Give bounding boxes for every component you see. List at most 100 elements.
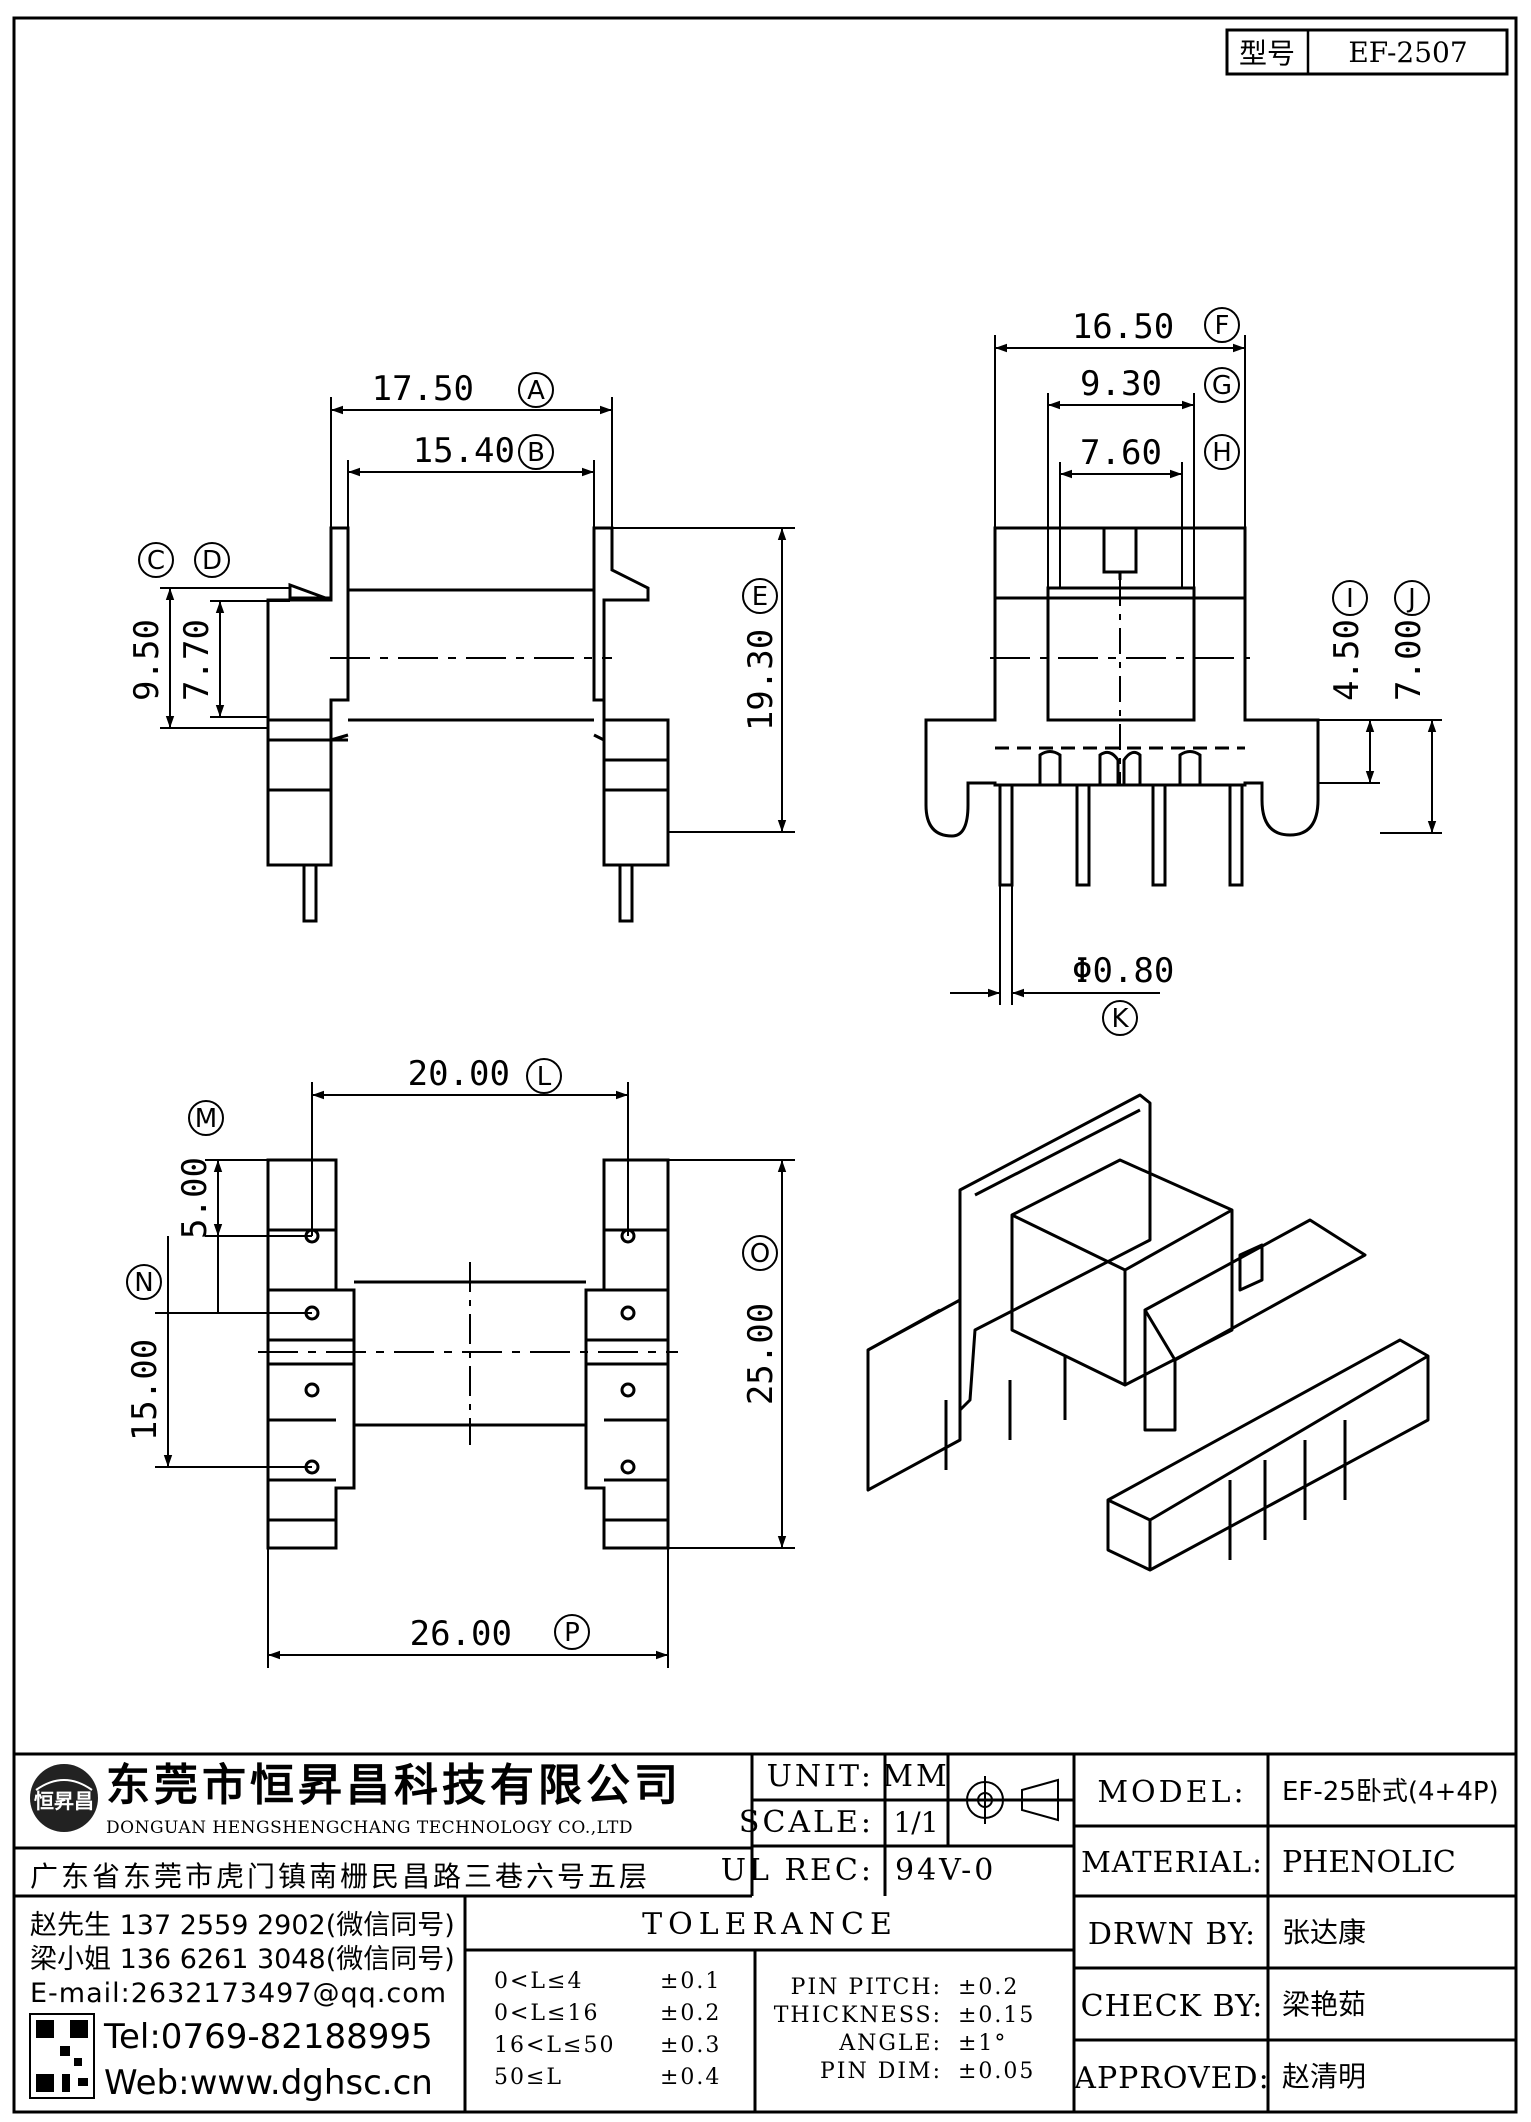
check-by-label: CHECK BY: [1081,1989,1264,2024]
dim-I-value: 4.50 [1327,619,1367,701]
callout-K: K [1102,1000,1138,1036]
tolerance-value: ±0.3 [660,2033,721,2058]
callout-P: P [554,1614,590,1650]
callout-K-label: K [1111,1004,1129,1034]
dim-H-value: 7.60 [1080,433,1162,473]
callout-J-label: J [1406,584,1416,614]
callout-E: E [742,578,778,614]
company-name-en: DONGUAN HENGSHENGCHANG TECHNOLOGY CO.,LT… [106,1818,633,1838]
material-label: MATERIAL: [1081,1845,1263,1879]
model-header-value: EF-2507 [1348,36,1467,69]
contact-web: Web:www.dghsc.cn [104,2063,433,2103]
bottom-view [258,1158,678,1550]
tolerance-title: TOLERANCE [642,1907,898,1942]
dim-P-value: 26.00 [410,1614,512,1654]
contact-tel: Tel:0769-82188995 [103,2017,433,2057]
callout-circles: A B C D E F G H I J K L M N O P [126,307,1430,1650]
dim-D-value: 7.70 [177,619,217,701]
dim-A-value: 17.50 [372,369,474,409]
approved-label: APPROVED: [1073,2061,1269,2096]
callout-A: A [518,372,554,408]
tolerance-extra-label: ANGLE: [838,2031,942,2056]
approved-value: 赵清明 [1282,2060,1366,2093]
title-block [14,1752,1516,2112]
callout-G-label: G [1212,371,1232,401]
callout-N: N [126,1264,162,1300]
tolerance-range: 0<L≤16 [494,2001,599,2026]
tolerance-range: 16<L≤50 [494,2033,615,2058]
projection-symbol-icon [960,1776,1059,1824]
isometric-view [866,1093,1430,1572]
tolerance-table: 0<L≤4 ±0.1 0<L≤16 ±0.2 16<L≤50 ±0.3 50≤L… [494,1969,1035,2090]
tolerance-value: ±0.2 [660,2001,721,2026]
drawn-by-value: 张达康 [1282,1916,1366,1949]
dim-G-value: 9.30 [1080,364,1162,404]
contact-email: E-mail:2632173497@qq.com [30,1978,447,2009]
dimension-lines [155,335,1442,1668]
callout-B: B [518,434,554,470]
material-value: PHENOLIC [1282,1845,1456,1880]
dim-F-value: 16.50 [1072,307,1174,347]
callout-O-label: O [750,1239,770,1269]
scale-value: 1/1 [893,1806,938,1839]
tolerance-extra-value: ±0.05 [958,2059,1035,2084]
callout-D: D [194,542,230,578]
tolerance-extra-value: ±0.2 [958,1975,1019,2000]
unit-label: UNIT: [767,1759,874,1794]
scale-label: SCALE: [739,1805,874,1840]
tolerance-extra-value: ±0.15 [958,2003,1035,2028]
tolerance-extra-label: PIN PITCH: [791,1975,942,2000]
tolerance-value: ±0.1 [660,1969,721,1994]
drawing-border [12,16,1518,2114]
callout-B-label: B [527,438,545,468]
tolerance-range: 0<L≤4 [494,1969,583,1994]
ulrec-label: UL REC: [721,1853,874,1888]
ulrec-value: 94V-0 [895,1853,996,1888]
callout-M: M [188,1100,224,1136]
callout-I: I [1332,580,1368,616]
callout-F-label: F [1215,311,1230,341]
contact-1: 赵先生 137 2559 2902(微信同号) [30,1910,455,1941]
company-logo: 恒昇昌 [30,1764,98,1832]
unit-value: MM [882,1759,949,1794]
callout-A-label: A [527,376,545,406]
company-name-cn: 东莞市恒昇昌科技有限公司 [106,1760,682,1811]
callout-H-label: H [1212,438,1232,468]
callout-M-label: M [195,1104,217,1134]
tolerance-extra-value: ±1° [958,2031,1007,2056]
callout-N-label: N [134,1268,153,1298]
callout-D-label: D [202,546,222,576]
callout-H: H [1204,434,1240,470]
callout-P-label: P [564,1618,580,1648]
dim-N-value: 15.00 [125,1339,165,1441]
callout-J: J [1394,580,1430,616]
callout-G: G [1204,367,1240,403]
dimension-texts: 17.50 15.40 9.50 7.70 19.30 16.50 9.30 7… [125,307,1429,1654]
tolerance-range: 50≤L [494,2065,563,2090]
callout-I-label: I [1346,584,1354,614]
callout-C: C [138,542,174,578]
dim-L-value: 20.00 [408,1054,510,1094]
callout-E-label: E [752,582,768,612]
dim-C-value: 9.50 [127,619,167,701]
qr-code-icon [29,2013,95,2099]
callout-F: F [1204,307,1240,343]
tolerance-extra-label: THICKNESS: [774,2003,942,2028]
dim-O-value: 25.00 [741,1303,781,1405]
company-address: 广东省东莞市虎门镇南栅民昌路三巷六号五层 [30,1860,650,1893]
drawn-by-label: DRWN BY: [1088,1917,1256,1952]
model-header-label: 型号 [1239,37,1295,70]
front-view [266,526,670,923]
dim-B-value: 15.40 [413,431,515,471]
callout-C-label: C [147,546,165,576]
model-value: EF-25卧式(4+4P) [1282,1777,1499,1807]
tolerance-value: ±0.4 [660,2065,721,2090]
side-view [924,526,1320,887]
check-by-value: 梁艳茹 [1282,1988,1366,2021]
model-header-box: 型号 EF-2507 [1225,28,1509,76]
dim-K-value: Φ0.80 [1072,951,1174,991]
dim-E-value: 19.30 [741,629,781,731]
tolerance-extra-label: PIN DIM: [820,2059,942,2084]
callout-L-label: L [537,1062,552,1092]
